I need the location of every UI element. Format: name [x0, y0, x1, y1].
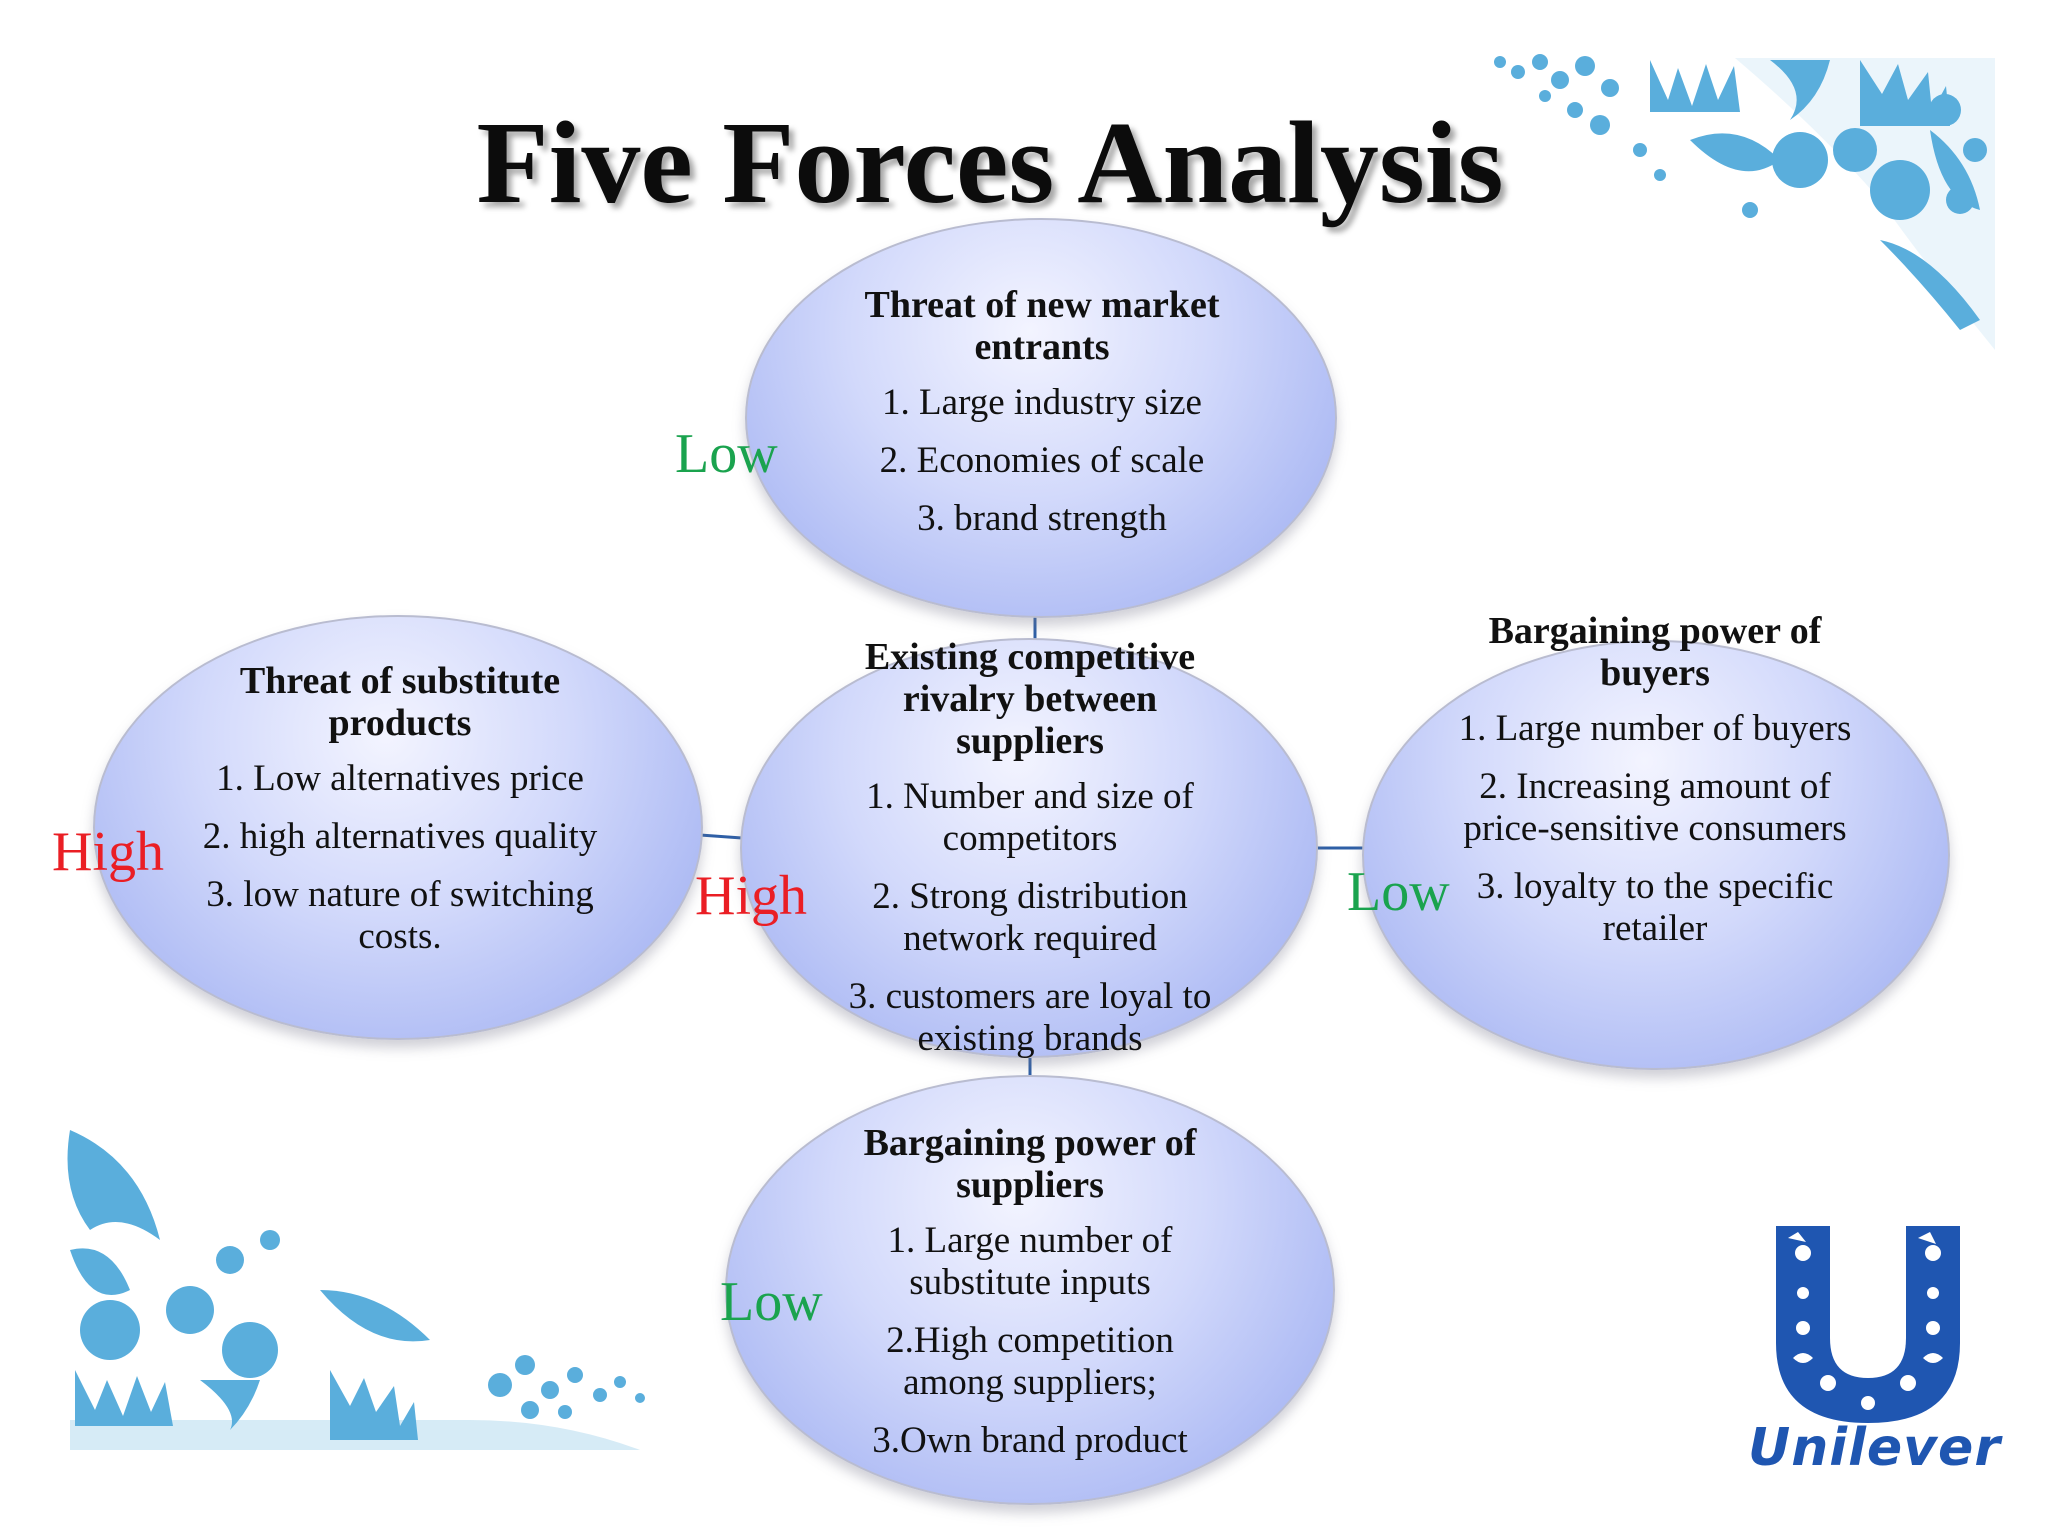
buyers-item: 2. Increasing amount of price-sensitive …	[1463, 766, 1847, 849]
buyers-text: Bargaining power of buyers 1. Large numb…	[1445, 610, 1865, 966]
suppliers-item: 3.Own brand product	[872, 1420, 1188, 1461]
unilever-logo-icon	[1776, 1226, 1960, 1423]
substitutes-text: Threat of substitute products 1. Low alt…	[180, 660, 620, 974]
oval-rivalry	[740, 638, 1318, 1058]
new-entrants-item: 2. Economies of scale	[879, 440, 1205, 481]
buyers-rating: Low	[1347, 861, 1450, 923]
bottom-left-ornament	[67, 1130, 645, 1450]
new-entrants-item: 1. Large industry size	[882, 382, 1202, 423]
oval-new-entrants	[745, 218, 1337, 618]
new-entrants-text: Threat of new market entrants 1. Large i…	[842, 284, 1242, 556]
buyers-item: 1. Large number of buyers	[1458, 708, 1852, 749]
substitutes-item: 2. high alternatives quality	[202, 816, 598, 857]
oval-buyers	[1362, 640, 1950, 1070]
buyers-item: 3. loyalty to the specific retailer	[1476, 866, 1834, 949]
oval-substitutes	[93, 615, 703, 1040]
substitutes-item: 3. low nature of switching costs.	[206, 874, 594, 957]
rivalry-item: 3. customers are loyal to existing brand…	[848, 976, 1212, 1059]
top-right-ornament	[1494, 54, 1995, 350]
suppliers-item: 1. Large number of substitute inputs	[887, 1220, 1173, 1303]
suppliers-heading: Bargaining power of suppliers	[863, 1122, 1197, 1206]
substitutes-item: 1. Low alternatives price	[216, 758, 584, 799]
rivalry-text: Existing competitive rivalry between sup…	[825, 636, 1235, 1076]
substitutes-rating: High	[52, 821, 164, 883]
new-entrants-item: 3. brand strength	[917, 498, 1167, 539]
suppliers-text: Bargaining power of suppliers 1. Large n…	[840, 1122, 1220, 1478]
substitutes-heading: Threat of substitute products	[239, 660, 561, 744]
rivalry-item: 2. Strong distribution network required	[872, 876, 1188, 959]
buyers-heading: Bargaining power of buyers	[1488, 610, 1822, 694]
rivalry-rating: High	[695, 865, 807, 927]
slide-title: Five Forces Analysis	[476, 97, 1504, 228]
rivalry-item: 1. Number and size of competitors	[866, 776, 1194, 859]
new-entrants-rating: Low	[675, 423, 778, 485]
rivalry-heading: Existing competitive rivalry between sup…	[864, 636, 1196, 762]
suppliers-item: 2.High competition among suppliers;	[886, 1320, 1174, 1403]
oval-suppliers	[725, 1075, 1335, 1505]
unilever-logo-text: Unilever	[1748, 1418, 2001, 1478]
suppliers-rating: Low	[720, 1271, 823, 1333]
new-entrants-heading: Threat of new market entrants	[864, 284, 1220, 368]
